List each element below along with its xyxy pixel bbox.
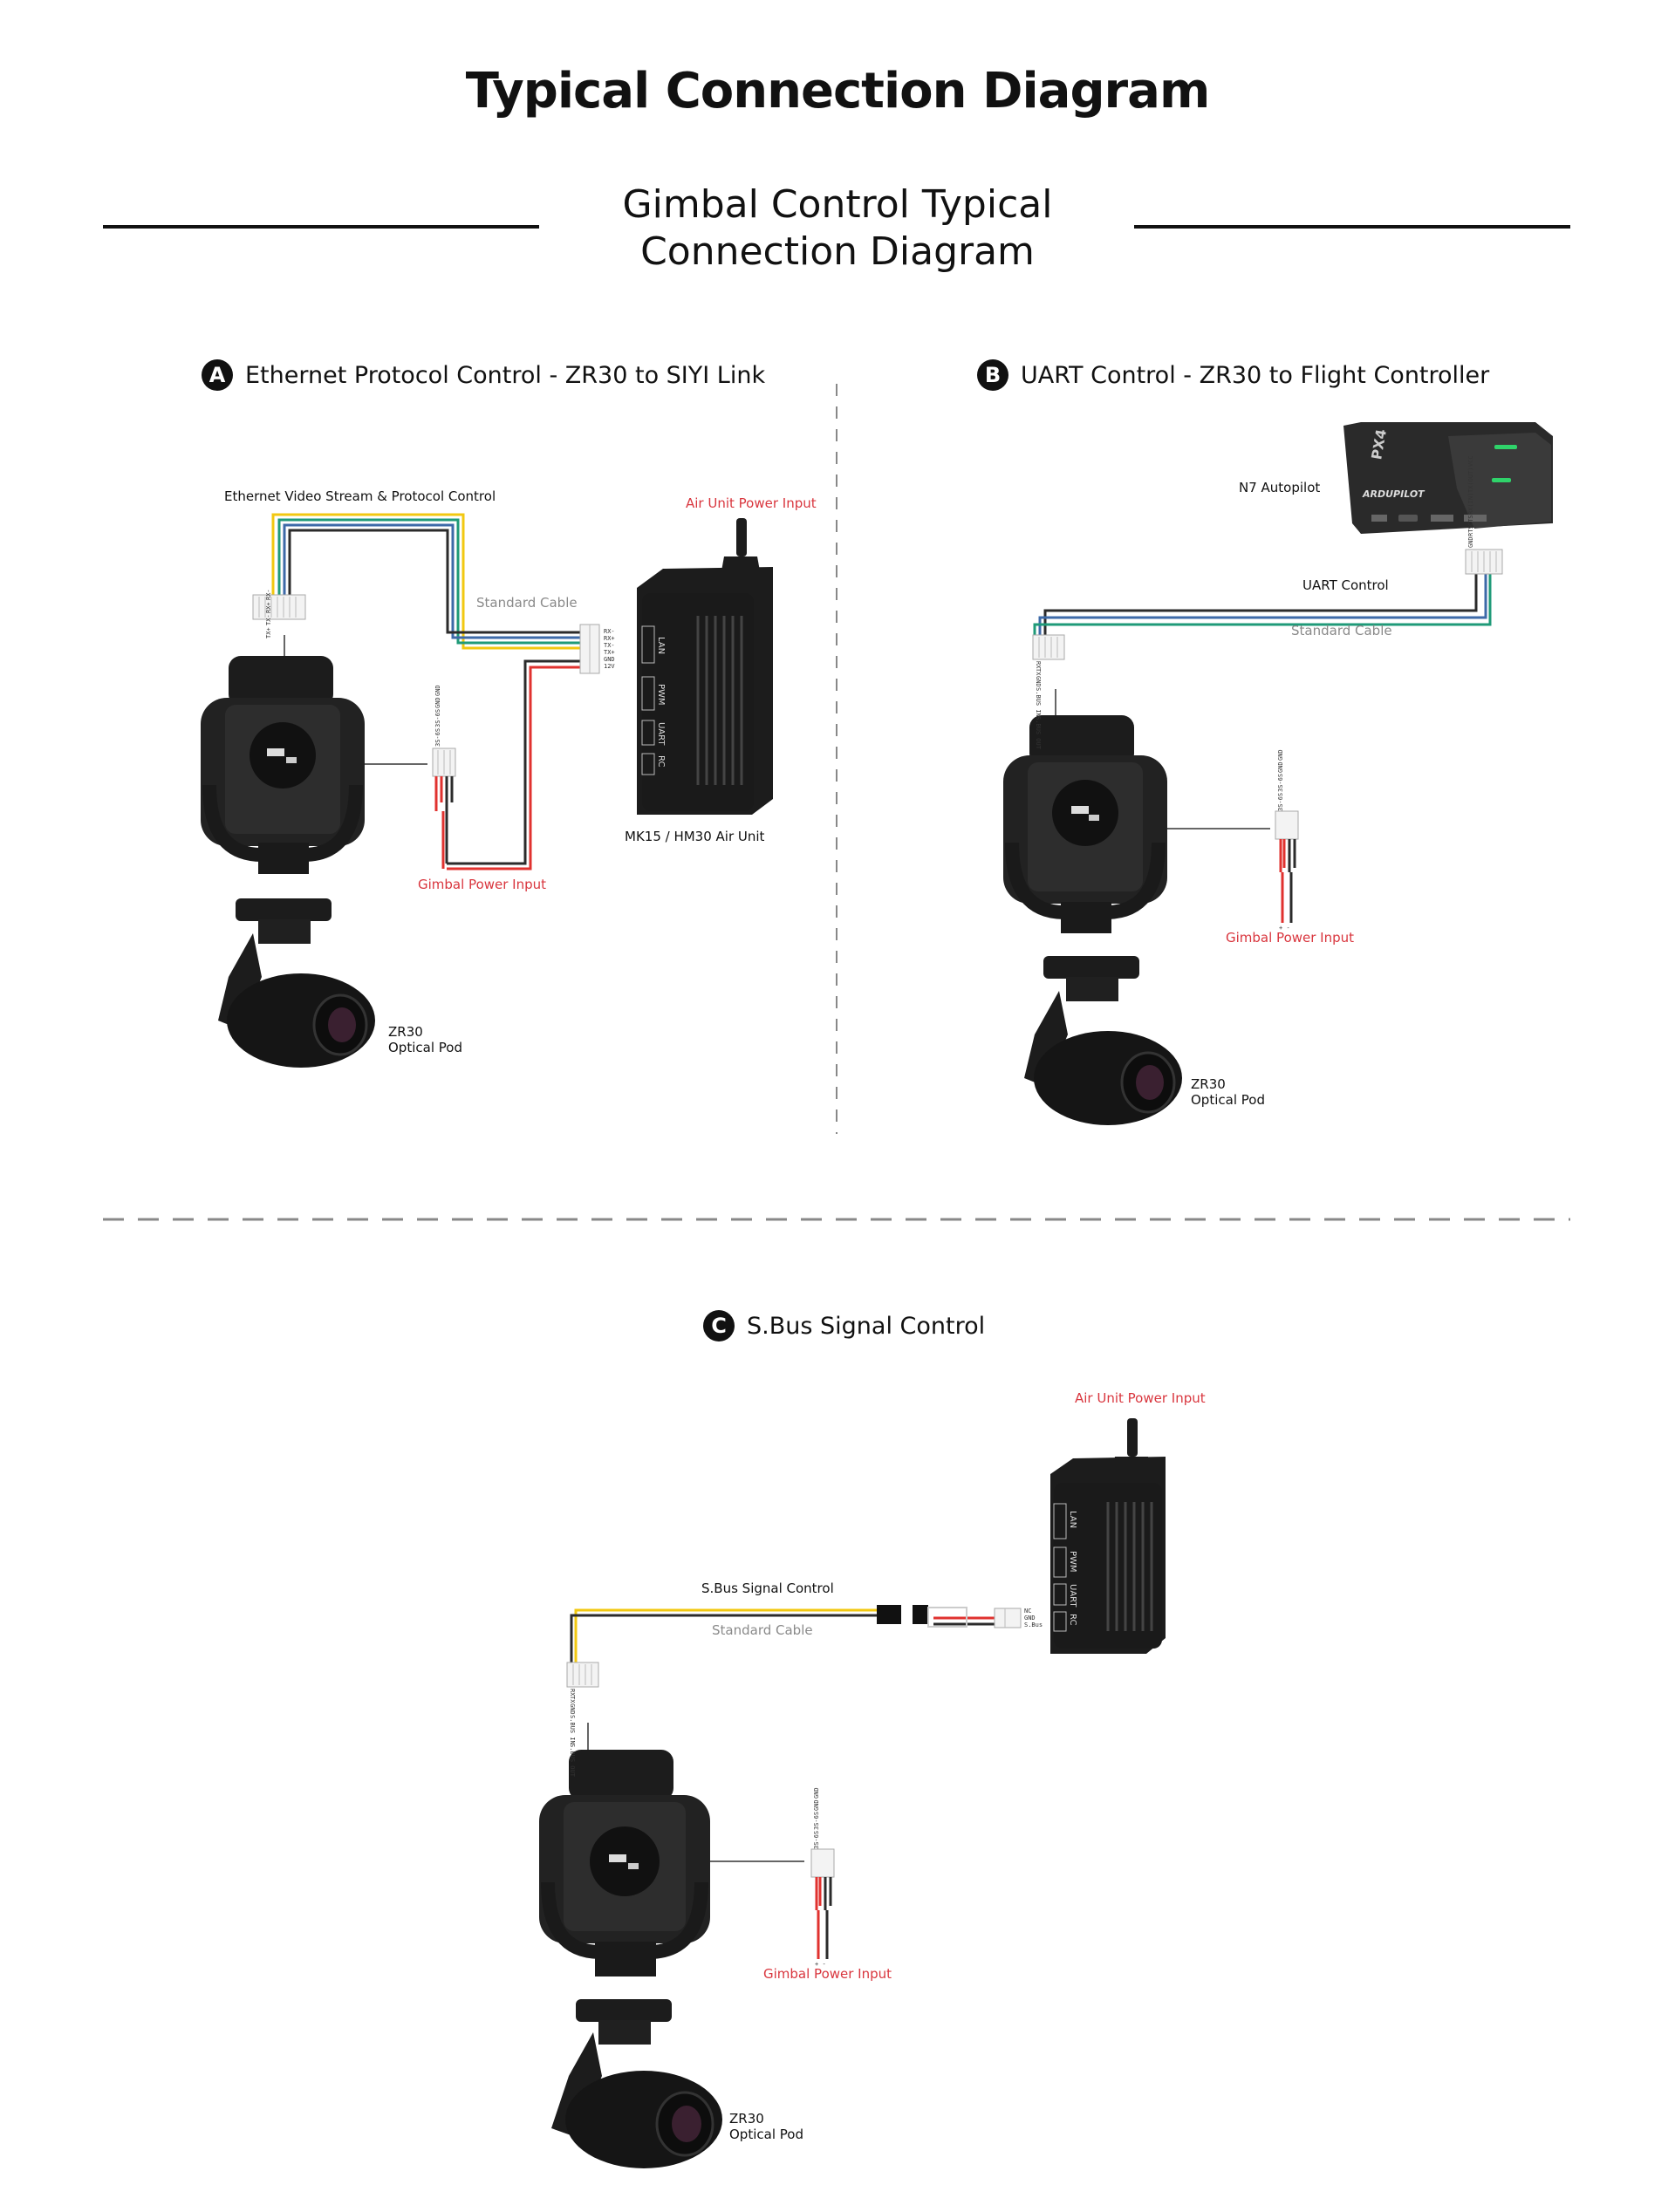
- air-unit-c: [1050, 1418, 1166, 1654]
- power-connector-b: [1275, 810, 1299, 923]
- label-standard-cable-b: Standard Cable: [1291, 623, 1392, 638]
- gimbal-body-c: [539, 1750, 710, 1976]
- label-pod-a: ZR30 Optical Pod: [388, 1024, 462, 1055]
- fc-connector: [1465, 549, 1503, 575]
- uart-port-c: [1053, 1583, 1067, 1606]
- label-uart-control: UART Control: [1302, 577, 1389, 593]
- lan-port-c: [1053, 1503, 1067, 1540]
- port-label-uart-a: UART: [656, 722, 666, 746]
- section-b-title: UART Control - ZR30 to Flight Controller: [1021, 361, 1490, 389]
- section-subtitle: Gimbal Control Typical Connection Diagra…: [0, 181, 1675, 276]
- pwm-port-c: [1053, 1546, 1067, 1578]
- divider-left: [103, 225, 539, 229]
- label-standard-cable-a: Standard Cable: [476, 595, 578, 611]
- wire-uart-green: [1033, 571, 1492, 637]
- label-gimbal-power-c: Gimbal Power Input: [763, 1966, 892, 1982]
- uart-port: [641, 720, 655, 746]
- optical-pod-a: [218, 898, 375, 1068]
- wire-power-black: [447, 659, 580, 865]
- label-standard-cable-c: Standard Cable: [712, 1622, 813, 1638]
- gimbal-sbus-connector-c: [566, 1662, 599, 1688]
- section-b-heading: B UART Control - ZR30 to Flight Controll…: [977, 359, 1489, 391]
- label-air-power-c: Air Unit Power Input: [1075, 1390, 1206, 1406]
- badge-c: C: [703, 1310, 735, 1342]
- pod-name-a: ZR30: [388, 1024, 423, 1040]
- pod-desc-b: Optical Pod: [1191, 1092, 1265, 1108]
- label-air-power-a: Air Unit Power Input: [686, 495, 817, 511]
- power-connector-a: [432, 748, 456, 811]
- wire-blue: [283, 523, 580, 639]
- port-label-rc-c: RC: [1068, 1614, 1077, 1626]
- rc-port: [641, 753, 655, 775]
- pod-desc-a: Optical Pod: [388, 1040, 462, 1055]
- air-lan-connector: [579, 624, 600, 674]
- label-air-unit-a: MK15 / HM30 Air Unit: [625, 829, 765, 844]
- pod-desc-c: Optical Pod: [729, 2127, 803, 2142]
- flight-controller: [1343, 422, 1553, 534]
- badge-a: A: [202, 359, 233, 391]
- fc-brand-ardupilot: ARDUPILOT: [1363, 488, 1425, 500]
- port-label-lan-a: LAN: [656, 637, 666, 655]
- pod-name-b: ZR30: [1191, 1076, 1226, 1092]
- section-c-title: S.Bus Signal Control: [747, 1312, 986, 1340]
- subtitle-line-2: Connection Diagram: [640, 229, 1035, 274]
- label-ethernet: Ethernet Video Stream & Protocol Control: [224, 488, 496, 504]
- label-gimbal-power-b: Gimbal Power Input: [1226, 930, 1355, 946]
- divider-right: [1134, 225, 1570, 229]
- wire-green: [277, 518, 580, 645]
- plug-female: [913, 1605, 928, 1624]
- label-autopilot: N7 Autopilot: [1239, 480, 1321, 495]
- gimbal-body-a: [201, 656, 365, 874]
- wire-uart-blue: [1038, 571, 1487, 637]
- optical-pod-b: [1024, 956, 1182, 1125]
- gimbal-lan-connector: [252, 594, 306, 620]
- page-title: Typical Connection Diagram: [465, 63, 1211, 119]
- label-sbus-control: S.Bus Signal Control: [701, 1580, 834, 1596]
- subtitle-line-1: Gimbal Control Typical: [622, 182, 1053, 227]
- label-gimbal-power-a: Gimbal Power Input: [418, 877, 547, 892]
- polarity-b: + -: [1279, 925, 1290, 932]
- section-a-heading: A Ethernet Protocol Control - ZR30 to SI…: [202, 359, 765, 391]
- wire-yellow: [271, 513, 580, 650]
- port-label-rc-a: RC: [656, 755, 666, 768]
- section-c-heading: C S.Bus Signal Control: [703, 1310, 985, 1342]
- plug-male: [877, 1605, 901, 1624]
- port-label-pwm-a: PWM: [656, 684, 666, 706]
- label-pod-c: ZR30 Optical Pod: [729, 2111, 803, 2142]
- wire-sbus-yellow: [574, 1608, 877, 1664]
- lan-port: [641, 625, 655, 664]
- port-label-uart-c: UART: [1068, 1584, 1077, 1608]
- power-connector-c: [810, 1848, 835, 1959]
- polarity-c: + -: [815, 1961, 826, 1968]
- wire-power-red: [447, 666, 580, 870]
- pod-name-c: ZR30: [729, 2111, 764, 2127]
- rc-port-c: [1053, 1611, 1067, 1632]
- optical-pod-c: [551, 1999, 722, 2168]
- pwm-port: [641, 676, 655, 711]
- rc-connector: [994, 1608, 1022, 1628]
- port-label-pwm-c: PWM: [1068, 1551, 1077, 1573]
- wire-black: [288, 529, 580, 634]
- label-pod-b: ZR30 Optical Pod: [1191, 1076, 1265, 1108]
- port-label-lan-c: LAN: [1068, 1511, 1077, 1529]
- air-unit-a: [637, 518, 773, 815]
- wire-sbus-black: [570, 1614, 877, 1664]
- gimbal-body-b: [1003, 715, 1167, 933]
- section-a-title: Ethernet Protocol Control - ZR30 to SIYI…: [245, 361, 766, 389]
- badge-b: B: [977, 359, 1008, 391]
- gimbal-uart-connector-b: [1032, 634, 1065, 660]
